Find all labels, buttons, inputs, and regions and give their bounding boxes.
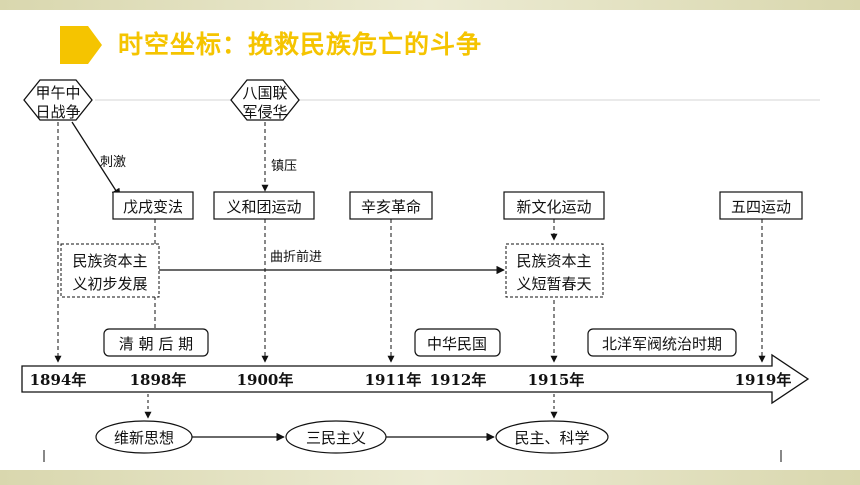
capital-early-line1: 民族资本主 (72, 252, 147, 270)
title-chevron-icon (60, 26, 102, 64)
stimulate-label: 刺激 (100, 155, 126, 170)
event-reform-label: 戊戌变法 (123, 198, 183, 216)
bottom-decor-band (0, 470, 860, 485)
event-box-may-fourth: 五四运动 (719, 191, 803, 220)
period-beiyang-label: 北洋军阀统治时期 (602, 335, 722, 353)
event-may-fourth-label: 五四运动 (731, 198, 791, 216)
idea-three-people-label: 三民主义 (306, 429, 366, 447)
event-xinhai-label: 辛亥革命 (361, 198, 421, 216)
year-label-1900: 1900年 (237, 371, 294, 389)
capital-box-short: 民族资本主 义短暂春天 (505, 243, 604, 298)
year-label-1919: 1919年 (735, 371, 792, 389)
year-label-1915: 1915年 (528, 371, 585, 389)
event-box-boxer: 义和团运动 (213, 191, 315, 220)
year-label-1911: 1911年 (365, 371, 422, 389)
hex-war-line1: 甲午中 (35, 84, 80, 102)
suppress-label: 镇压 (271, 159, 297, 174)
period-box-beiyang: 北洋军阀统治时期 (587, 328, 737, 357)
capital-box-early: 民族资本主 义初步发展 (60, 243, 160, 298)
idea-democracy-science-label: 民主、科学 (514, 429, 589, 447)
event-box-reform: 戊戌变法 (112, 191, 194, 220)
top-decor-band (0, 0, 860, 10)
hex-war-line2: 日战争 (35, 103, 80, 121)
event-boxer-label: 义和团运动 (226, 198, 301, 216)
hexagon-sino-japanese-war: 甲午中 日战争 (23, 79, 93, 121)
year-label-1894: 1894年 (30, 371, 87, 389)
hex-allied-line2: 军侵华 (242, 103, 287, 121)
year-label-1898: 1898年 (130, 371, 187, 389)
idea-three-people: 三民主义 (285, 420, 387, 454)
capital-short-line1: 民族资本主 (516, 252, 591, 270)
period-late-qing-label: 清 朝 后 期 (119, 335, 193, 353)
idea-reform-thought-label: 维新思想 (114, 429, 174, 447)
idea-reform-thought: 维新思想 (95, 420, 193, 454)
year-label-1912: 1912年 (430, 371, 487, 389)
zigzag-progress-label: 曲折前进 (270, 249, 322, 265)
event-box-new-culture: 新文化运动 (503, 191, 605, 220)
event-new-culture-label: 新文化运动 (516, 198, 591, 216)
idea-democracy-science: 民主、科学 (495, 420, 609, 454)
period-box-late-qing: 清 朝 后 期 (103, 328, 209, 357)
event-box-xinhai: 辛亥革命 (349, 191, 433, 220)
period-box-roc: 中华民国 (414, 328, 501, 357)
timeline-arrow (21, 353, 810, 405)
hexagon-allied-invasion: 八国联 军侵华 (230, 79, 300, 121)
stimulate-arrow (71, 121, 121, 198)
period-roc-label: 中华民国 (427, 335, 487, 353)
hex-allied-line1: 八国联 (242, 84, 287, 102)
capital-short-line2: 义短暂春天 (516, 275, 591, 293)
page-title: 时空坐标：挽救民族危亡的斗争 (118, 30, 483, 59)
capital-early-line2: 义初步发展 (72, 275, 147, 293)
